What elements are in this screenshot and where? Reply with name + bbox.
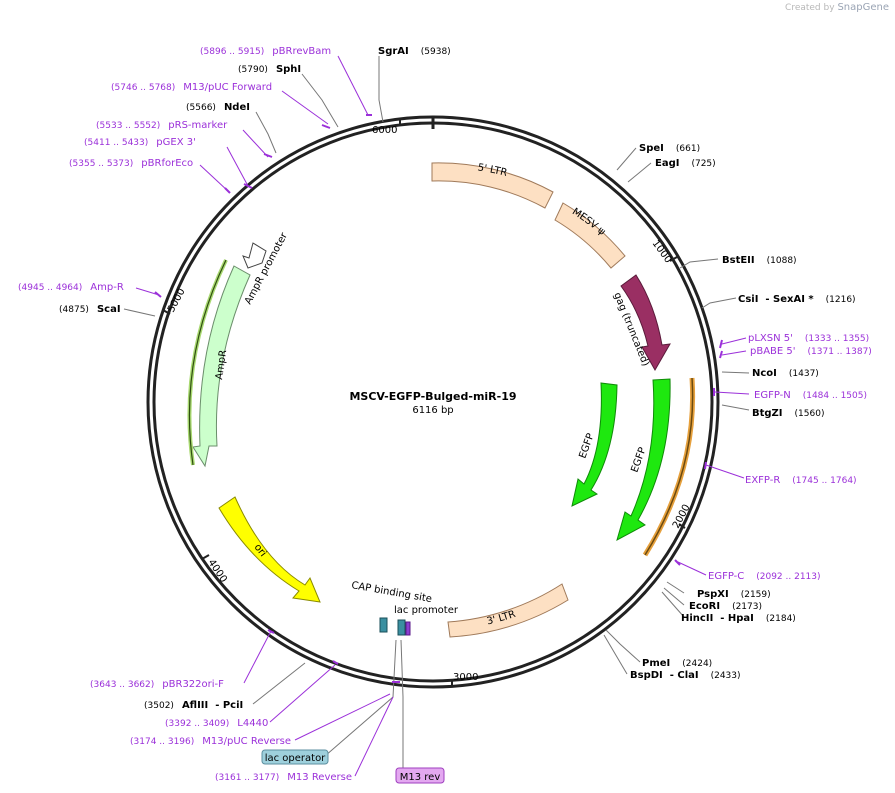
feature-ampr-orf-core [188,259,227,466]
feature-3ltr[interactable] [447,583,569,638]
enzyme-hincii-hpai[interactable]: HincII - HpaI(2184) [681,613,796,624]
primer-egfp-c[interactable]: EGFP-C(2092 .. 2113) [708,571,821,582]
snapgene-logo: SnapGene [837,2,889,13]
branding-prefix: Created by [785,3,835,13]
enzyme-bsteii[interactable]: BstEII(1088) [722,255,797,266]
feature-ampr[interactable] [192,265,251,468]
m13-rev-label: M13 rev [400,772,441,783]
enzyme-sgrai[interactable]: SgrAI(5938) [378,46,451,57]
feature-egfp-outer-label: EGFP [629,446,648,474]
tick-mark-1000 [669,256,678,262]
tick-label-4000: 4000 [206,558,229,585]
primer-labels: (5896 .. 5915)pBRrevBam (5746 .. 5768)M1… [18,46,872,783]
enzyme-afliii-pcii[interactable]: (3502)AflIII - PciI [144,700,243,711]
tick-mark-4000 [201,554,210,560]
leader-lines [123,55,750,777]
boxed-labels: lac operator M13 rev [261,749,445,784]
feature-ori[interactable] [218,496,321,603]
m13-rev-box[interactable] [395,767,445,784]
primer-m13-reverse[interactable]: (3161 .. 3177)M13 Reverse [215,772,352,783]
primer-pbrforeco[interactable]: (5355 .. 5373)pBRforEco [69,158,193,169]
feature-ampr-label: AmpR [214,349,229,380]
feature-ampr-promoter[interactable] [242,242,267,269]
feature-egfp-inner[interactable] [571,382,618,507]
enzyme-btgzi[interactable]: BtgZI(1560) [752,408,824,419]
tick-mark-2000 [678,523,686,529]
primer-pgex-3[interactable]: (5411 .. 5433)pGEX 3' [84,137,196,148]
tick-label-3000: 3000 [453,672,478,683]
plasmid-size: 6116 bp [412,405,453,416]
primer-amp-r[interactable]: (4945 .. 4964)Amp-R [18,282,124,293]
primer-exfp-r[interactable]: EXFP-R(1745 .. 1764) [745,475,857,486]
enzyme-spei[interactable]: SpeI(661) [639,143,700,154]
feature-mesv-psi[interactable] [554,202,626,269]
primer-egfp-n[interactable]: EGFP-N(1484 .. 1505) [754,390,867,401]
primer-prs-marker[interactable]: (5533 .. 5552)pRS-marker [96,120,228,131]
enzyme-scai[interactable]: (4875)ScaI [59,304,121,315]
tick-label-6000: 6000 [372,125,397,136]
feature-egfp-outer[interactable] [616,378,671,541]
enzyme-labels: SgrAI(5938) (5790)SphI (5566)NdeI (4875)… [59,46,856,711]
enzyme-sphi[interactable]: (5790)SphI [238,64,301,75]
plasmid-name: MSCV-EGFP-Bulged-miR-19 [349,390,516,403]
backbone [146,115,720,689]
primer-plxsn-5[interactable]: pLXSN 5'(1333 .. 1355) [748,333,869,344]
feature-egfp-inner-label: EGFP [577,432,596,460]
enzyme-ncoi[interactable]: NcoI(1437) [752,368,819,379]
cap-binding-site-label: CAP binding site [350,580,432,605]
primer-pbr322ori-f[interactable]: (3643 .. 3662)pBR322ori-F [90,679,224,690]
feature-cap-binding-site[interactable] [379,617,388,633]
snapgene-branding: Created by SnapGene [785,2,889,13]
primer-l4440[interactable]: (3392 .. 3409)L4440 [165,718,268,729]
enzyme-eagi[interactable]: EagI(725) [655,158,716,169]
lac-operator-label: lac operator [265,753,326,764]
primer-pbrrevbam[interactable]: (5896 .. 5915)pBRrevBam [200,46,331,57]
enzyme-ndei[interactable]: (5566)NdeI [186,102,250,113]
primer-pbabe-5[interactable]: pBABE 5'(1371 .. 1387) [750,346,872,357]
feature-exfp-orf-core [644,377,694,556]
enzyme-csii-sexai[interactable]: CsiI - SexAI *(1216) [738,294,856,305]
lac-promoter-label: lac promoter [394,605,459,616]
feature-5ltr[interactable] [431,162,554,209]
enzyme-pmei[interactable]: PmeI(2424) [642,658,712,669]
primer-m13-puc-reverse[interactable]: (3174 .. 3196)M13/pUC Reverse [130,736,291,747]
enzyme-ecori[interactable]: EcoRI(2173) [689,601,762,612]
primer-m13-puc-forward[interactable]: (5746 .. 5768)M13/pUC Forward [111,82,272,93]
feature-gag-truncated[interactable] [620,274,671,372]
feature-lac-promoter[interactable] [397,619,406,636]
tick-mark-5000 [162,309,171,315]
enzyme-bspdi-clai[interactable]: BspDI - ClaI(2433) [630,670,741,681]
lac-operator-box[interactable] [261,749,329,765]
feature-lac-operator-mark [405,621,411,636]
primer-markers [154,114,723,683]
feature-ampr-promoter-label: AmpR promoter [243,230,290,306]
enzyme-pspxi[interactable]: PspXI(2159) [697,589,771,600]
